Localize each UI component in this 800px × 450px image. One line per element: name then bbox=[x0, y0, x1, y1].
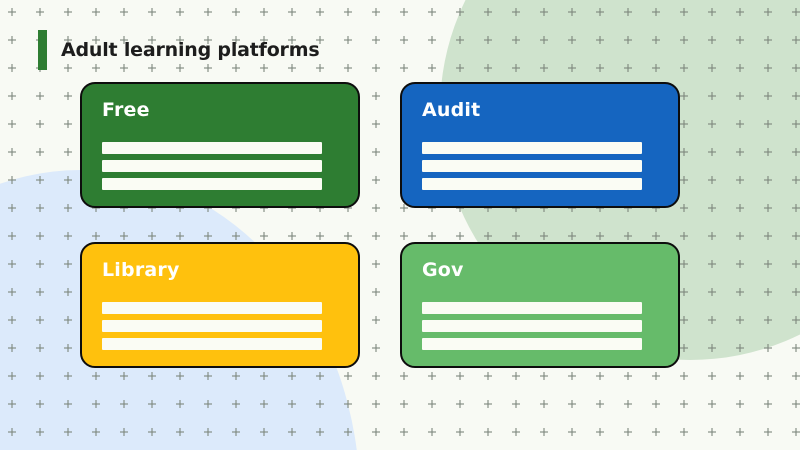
text-line bbox=[102, 301, 322, 314]
title-accent-bar bbox=[38, 30, 47, 70]
cards-grid: Free Audit Library Gov bbox=[80, 82, 680, 368]
text-line bbox=[422, 301, 642, 314]
card-library: Library bbox=[80, 242, 360, 368]
text-line bbox=[422, 337, 642, 350]
slide-header: Adult learning platforms bbox=[38, 30, 320, 70]
placeholder-lines bbox=[102, 141, 338, 190]
text-line bbox=[102, 337, 322, 350]
placeholder-lines bbox=[102, 301, 338, 350]
card-title-audit: Audit bbox=[422, 99, 481, 121]
text-line bbox=[102, 159, 322, 172]
text-line bbox=[422, 141, 642, 154]
text-line bbox=[422, 319, 642, 332]
text-line bbox=[102, 319, 322, 332]
card-audit: Audit bbox=[400, 82, 680, 208]
placeholder-lines bbox=[422, 301, 658, 350]
text-line bbox=[102, 141, 322, 154]
card-free: Free bbox=[80, 82, 360, 208]
card-gov: Gov bbox=[400, 242, 680, 368]
card-title-free: Free bbox=[102, 99, 150, 121]
page-title: Adult learning platforms bbox=[61, 38, 320, 61]
card-title-library: Library bbox=[102, 259, 180, 281]
text-line bbox=[422, 177, 642, 190]
placeholder-lines bbox=[422, 141, 658, 190]
text-line bbox=[102, 177, 322, 190]
card-title-gov: Gov bbox=[422, 259, 464, 281]
text-line bbox=[422, 159, 642, 172]
